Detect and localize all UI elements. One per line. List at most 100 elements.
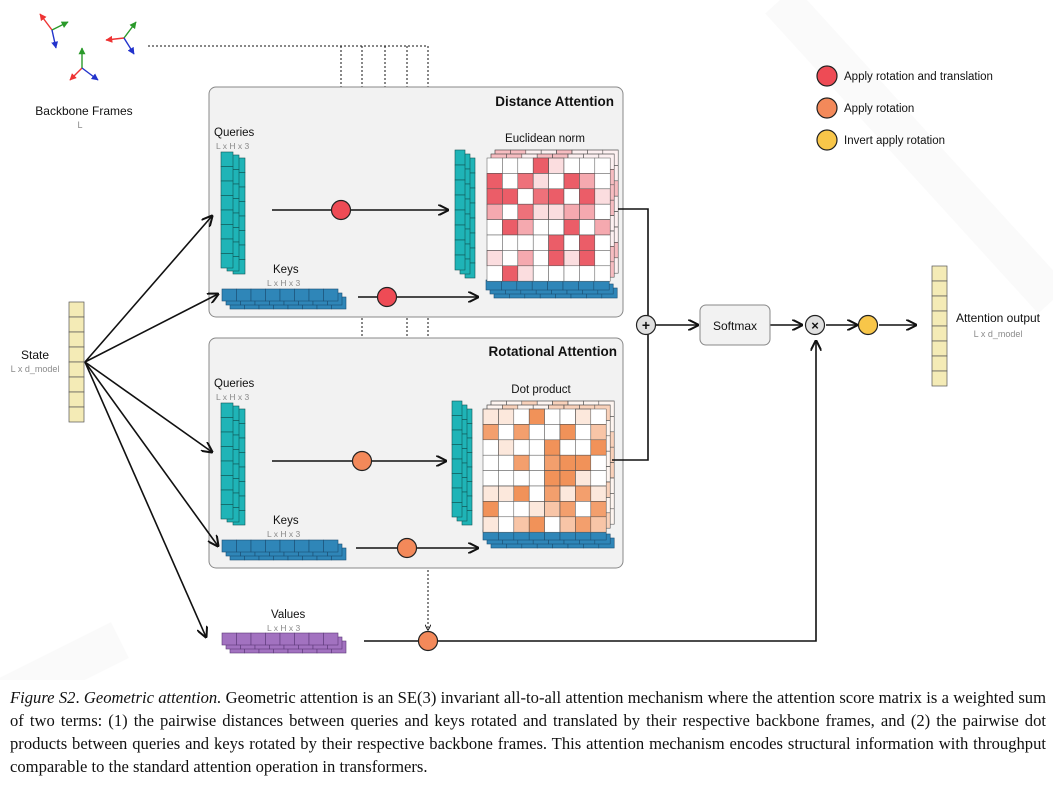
value-cell [221, 632, 237, 646]
output-cell [931, 340, 948, 357]
distance-attention-title: Distance Attention [495, 94, 614, 109]
matrix-cell-bg [502, 203, 519, 220]
query-cell [220, 431, 234, 447]
attention-output-vector [931, 265, 948, 387]
state-dims: L x d_model [11, 364, 60, 374]
apply-rotation-translation-queries-node [330, 199, 352, 221]
apply-rotation-values-node [417, 630, 439, 652]
matrix-cell-bg [594, 250, 611, 267]
matrix-cell-bg [559, 408, 576, 425]
matrix-cell-bg [513, 470, 530, 487]
euclidean-norm-label: Euclidean norm [505, 133, 585, 145]
matrix-cell-bg [563, 157, 580, 174]
query-cell [454, 239, 466, 256]
matrix-cell-bg [498, 501, 515, 518]
matrix-cell [517, 265, 534, 282]
query-cell [220, 446, 234, 462]
matrix-cell [563, 173, 580, 190]
key-cell [265, 288, 281, 302]
matrix-cell-bg [563, 188, 580, 205]
matrix-cell-bg [502, 157, 519, 174]
matrix-cell [575, 485, 592, 502]
query-cell [454, 254, 466, 271]
matrix-cell-bg [498, 470, 515, 487]
matrix-cell [528, 516, 545, 533]
key-cell [562, 279, 579, 291]
matrix-cell-bg [513, 501, 530, 518]
matrix-cell [559, 501, 576, 518]
matrix-cell [517, 250, 534, 267]
matrix-cell-bg [486, 219, 503, 236]
legend-label-rotation-translation: Apply rotation and translation [844, 71, 993, 83]
matrix-cell-bg [486, 234, 503, 251]
rotational-keys-dims: L x H x 3 [267, 529, 300, 539]
matrix-cell [575, 454, 592, 471]
matrix-cell [559, 485, 576, 502]
matrix-cell [579, 188, 596, 205]
apply-rotation-translation-keys-node [376, 286, 398, 308]
output-cell [931, 370, 948, 387]
matrix-cell-bg [579, 157, 596, 174]
query-cell [220, 209, 234, 225]
query-cell [454, 194, 466, 211]
value-cell [236, 632, 252, 646]
matrix-cell-bg [594, 203, 611, 220]
query-cell [220, 151, 234, 167]
output-cell [931, 310, 948, 327]
matrix-cell-bg [482, 454, 499, 471]
matrix-cell [517, 203, 534, 220]
matrix-cell [548, 157, 565, 174]
distance-queries-stack [220, 151, 246, 275]
matrix-cell [594, 219, 611, 236]
matrix-cell [498, 439, 515, 456]
state-cell [68, 406, 85, 423]
matrix-cell-bg [575, 424, 592, 441]
caption-body: Geometric attention is an SE(3) invarian… [10, 688, 1047, 776]
frame-glyph [69, 47, 99, 81]
state-cell [68, 376, 85, 393]
matrix-cell [502, 219, 519, 236]
distance-queries-dims: L x H x 3 [216, 141, 249, 151]
query-cell [451, 458, 463, 474]
query-cell [220, 460, 234, 476]
matrix-cell [532, 188, 549, 205]
matrix-cell-bg [513, 408, 530, 425]
matrix-cell-bg [528, 439, 545, 456]
value-cell [250, 632, 266, 646]
state-cell [68, 391, 85, 408]
matrix-cell [548, 234, 565, 251]
state-cell [68, 301, 85, 318]
dot-product-matrix [482, 400, 615, 533]
attention-output-dims: L x d_model [974, 329, 1023, 339]
query-cell [454, 149, 466, 166]
value-cell [323, 632, 339, 646]
query-cell [451, 487, 463, 503]
matrix-cell [563, 250, 580, 267]
key-cell [323, 288, 339, 302]
matrix-cell [579, 173, 596, 190]
matrix-cell-bg [563, 265, 580, 282]
matrix-cell [594, 188, 611, 205]
matrix-cell-bg [532, 219, 549, 236]
matrix-cell [575, 408, 592, 425]
matrix-cell [548, 203, 565, 220]
matrix-cell [532, 203, 549, 220]
plus-symbol: + [642, 317, 650, 333]
matrix-cell [563, 219, 580, 236]
state-cell [68, 331, 85, 348]
matrix-cell [575, 516, 592, 533]
distance-keys-dims: L x H x 3 [267, 278, 300, 288]
matrix-cell-bg [590, 470, 607, 487]
matrix-cell [579, 234, 596, 251]
matrix-cell-bg [590, 408, 607, 425]
apply-rotation-keys-node [396, 537, 418, 559]
matrix-cell [544, 501, 561, 518]
query-cell [220, 180, 234, 196]
matrix-cell-bg [594, 173, 611, 190]
query-cell [451, 415, 463, 431]
key-cell [221, 539, 237, 553]
distance-queries-label: Queries [214, 127, 255, 139]
matrix-cell [559, 516, 576, 533]
matrix-cell-bg [498, 516, 515, 533]
matrix-cell-bg [528, 454, 545, 471]
